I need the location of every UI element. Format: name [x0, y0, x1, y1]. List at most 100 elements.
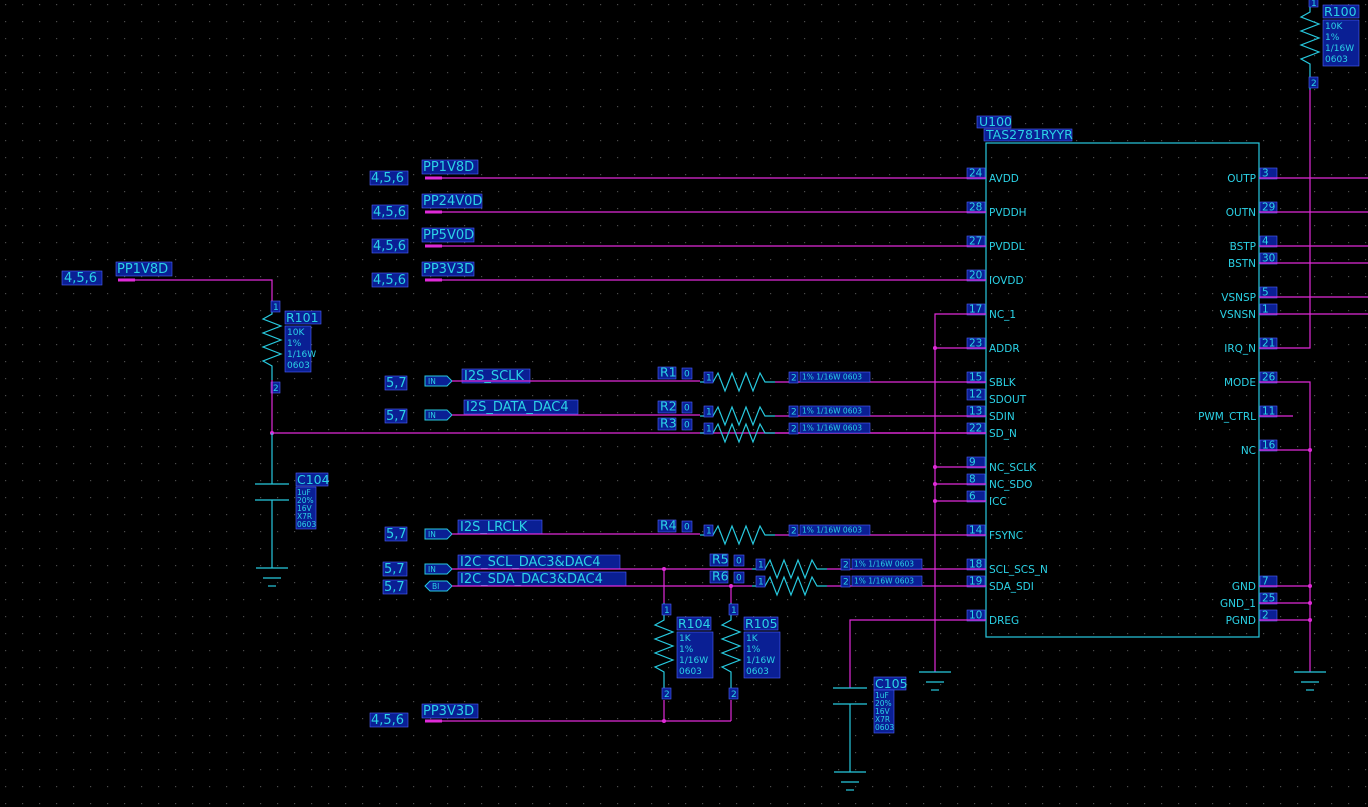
pin-number: 19	[969, 576, 982, 588]
signal-i2c-scl[interactable]: 5,7 IN I2C_SCL_DAC3&DAC4	[382, 554, 752, 577]
power-net-pp1v8d[interactable]: 4,5,6 PP1V8D	[369, 159, 986, 186]
r104-tol: 1%	[679, 645, 694, 655]
pin-name: BSTP	[1230, 241, 1256, 253]
pin-number: 4	[1262, 236, 1269, 248]
resistor-spec: 1% 1/16W 0603	[802, 373, 862, 382]
resistor-zigzag	[700, 422, 775, 444]
pin-name: GND_1	[1220, 598, 1256, 610]
power-net-name: PP24V0D	[423, 194, 482, 209]
r101-resistor[interactable]: 1 2 R101 10K 1% 1/16W 0603	[261, 300, 322, 394]
signal-i2s-sclk[interactable]: 5,7 IN I2S_SCLK	[384, 368, 700, 391]
resistor-pin2: 2	[843, 578, 849, 588]
u100-chip[interactable]: U100 TAS2781RYYR	[976, 114, 1260, 638]
r105-resistor[interactable]: 1 2 R105 1K 1% 1/16W 0603	[720, 603, 781, 700]
r105-pkg: 0603	[746, 667, 769, 677]
bottom-power-net[interactable]: 4,5,6 PP3V3D	[369, 703, 479, 728]
signal-name: I2C_SCL_DAC3&DAC4	[460, 555, 600, 570]
pin-number: 29	[1262, 202, 1275, 214]
pin-number: 22	[969, 423, 982, 435]
resistor-ref: R4	[660, 518, 677, 533]
resistor-ref: R1	[660, 365, 677, 380]
r104-resistor[interactable]: 1 2 R104 1K 1% 1/16W 0603	[653, 603, 714, 700]
power-net-pp3v3d[interactable]: 4,5,6 PP3V3D	[371, 261, 986, 288]
signal-i2c-sda[interactable]: 5,7 BI I2C_SDA_DAC3&DAC4	[382, 571, 752, 595]
pin-number: 25	[1262, 593, 1275, 605]
c104-value: 1uF	[297, 488, 311, 497]
port-in-arrow	[424, 563, 453, 575]
c104-dielectric: X7R	[297, 512, 312, 521]
resistor-pin2: 2	[791, 425, 797, 435]
resistor-value-bg	[681, 418, 693, 431]
resistor-ref-bg	[709, 553, 729, 567]
resistor-zigzag	[752, 558, 827, 580]
c105-capacitor[interactable]: C105 1uF 20% 16V X7R 0603	[833, 676, 908, 791]
signal-i2s-lrclk[interactable]: 5,7 IN I2S_LRCLK	[384, 519, 700, 542]
resistor-pin1-bg	[755, 575, 766, 588]
pin-number-bg	[966, 303, 986, 316]
left-power-net[interactable]: 4,5,6 PP1V8D	[61, 261, 273, 305]
pin-number-bg	[966, 337, 986, 350]
r104-pin2: 2	[664, 690, 670, 700]
pin-number: 13	[969, 406, 982, 418]
pin-number-bg	[966, 201, 986, 214]
u100-right-pin[interactable]: GND_1 25	[1220, 593, 1278, 611]
power-net-pp24v0d[interactable]: 4,5,6 PP24V0D	[371, 193, 986, 220]
ground-symbol	[256, 567, 288, 587]
pullup-wires	[425, 567, 733, 723]
power-net-name: PP1V8D	[423, 160, 474, 175]
signal-name: I2C_SDA_DAC3&DAC4	[460, 572, 603, 587]
signal-i2s-data-dac4[interactable]: 5,7 IN I2S_DATA_DAC4	[384, 399, 700, 424]
resistor-pin1-bg	[703, 405, 714, 418]
pin-number: 24	[969, 168, 983, 180]
u100-part: TAS2781RYYR	[985, 127, 1073, 142]
power-net-pp5v0d[interactable]: 4,5,6 PP5V0D	[371, 227, 986, 254]
resistor-value-bg	[733, 571, 745, 584]
u100-right-pin[interactable]: BSTP 4	[1230, 236, 1278, 254]
left-power-ref: 4,5,6	[64, 271, 97, 286]
c104-pkg: 0603	[297, 520, 316, 529]
r105-power: 1/16W	[746, 656, 775, 666]
pin-number-bg	[966, 167, 986, 180]
r100-resistor[interactable]: 1 2 R100 10K 1% 1/16W 0603	[1299, 0, 1360, 90]
pin-number-bg	[966, 405, 986, 418]
resistor-spec: 1% 1/16W 0603	[854, 577, 914, 586]
r105-ref: R105	[745, 616, 778, 631]
left-power-name: PP1V8D	[117, 262, 168, 277]
c104-capacitor[interactable]: C104 1uF 20% 16V X7R 0603	[255, 472, 330, 568]
pin-name: SBLK	[989, 377, 1017, 389]
